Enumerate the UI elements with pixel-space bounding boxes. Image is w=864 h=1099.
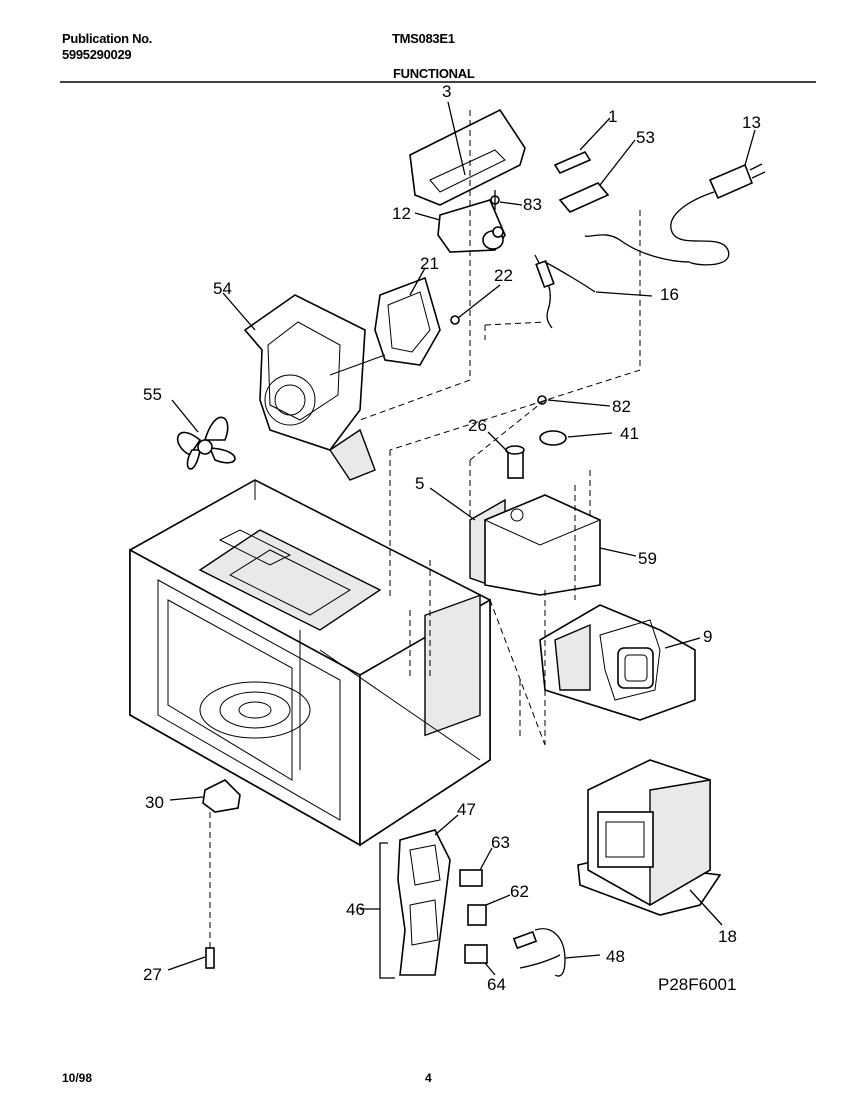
- part-64-switch: [464, 944, 496, 976]
- part-3-bracket: [409, 101, 526, 206]
- callout-55: 55: [143, 385, 162, 404]
- cabinet-assembly: [129, 479, 491, 847]
- callout-1: 1: [608, 107, 617, 126]
- publication-label: Publication No.: [62, 31, 153, 46]
- part-1-fuse: [553, 117, 611, 175]
- callout-3: 3: [442, 82, 451, 101]
- part-53-fuse-holder: [558, 139, 636, 213]
- callout-47: 47: [457, 800, 476, 819]
- callout-46: 46: [346, 900, 365, 919]
- part-62-switch: [467, 894, 511, 926]
- part-83-screw: [490, 190, 523, 210]
- callout-83: 83: [523, 195, 542, 214]
- part-9-magnetron: [539, 604, 701, 721]
- callout-9: 9: [703, 627, 712, 646]
- callout-18: 18: [718, 927, 737, 946]
- part-13-power-cord: [584, 129, 766, 266]
- part-82-screw: [537, 395, 611, 407]
- footer-page-number: 4: [425, 1071, 432, 1085]
- model-number: TMS083E1: [392, 31, 455, 46]
- part-16-wire-lead: [534, 254, 653, 329]
- part-18-transformer: [577, 759, 723, 926]
- part-47-latch-board: [397, 814, 459, 976]
- part-22-screw: [450, 284, 501, 325]
- part-41-thermostat: [539, 430, 613, 446]
- part-21-fan-motor: [329, 267, 441, 376]
- section-title: FUNCTIONAL: [393, 66, 475, 81]
- part-12-capacitor: [414, 199, 506, 253]
- callout-21: 21: [420, 254, 439, 273]
- part-55-fan-blade: [171, 399, 236, 470]
- callout-82: 82: [612, 397, 631, 416]
- callout-22: 22: [494, 266, 513, 285]
- callout-63: 63: [491, 833, 510, 852]
- part-30-turntable-motor: [169, 779, 241, 813]
- part-59-mounting-plate: [483, 494, 637, 596]
- part-54-fan-bracket: [222, 292, 376, 481]
- part-63-switch: [459, 847, 493, 887]
- callout-26: 26: [468, 416, 487, 435]
- callout-labels: 3 1 53 13 83 12 21 22 54 16 55 82 26 41 …: [143, 82, 761, 994]
- callout-64: 64: [487, 975, 506, 994]
- callout-48: 48: [606, 947, 625, 966]
- part-27-coupler: [167, 812, 215, 971]
- assembly-guide-lines: [359, 110, 641, 746]
- part-26-thermal-cutout: [487, 431, 525, 479]
- footer-date: 10/98: [62, 1071, 92, 1085]
- callout-53: 53: [636, 128, 655, 147]
- part-48-wire-harness: [512, 928, 601, 977]
- callout-59: 59: [638, 549, 657, 568]
- callout-30: 30: [145, 793, 164, 812]
- callout-54: 54: [213, 279, 232, 298]
- callout-27: 27: [143, 965, 162, 984]
- callout-62: 62: [510, 882, 529, 901]
- callout-41: 41: [620, 424, 639, 443]
- part-46-bracket-indicator: [360, 842, 395, 979]
- diagram-code: P28F6001: [658, 975, 736, 994]
- callout-12: 12: [392, 204, 411, 223]
- publication-number: 5995290029: [62, 47, 132, 62]
- callout-5: 5: [415, 474, 424, 493]
- callout-16: 16: [660, 285, 679, 304]
- callout-13: 13: [742, 113, 761, 132]
